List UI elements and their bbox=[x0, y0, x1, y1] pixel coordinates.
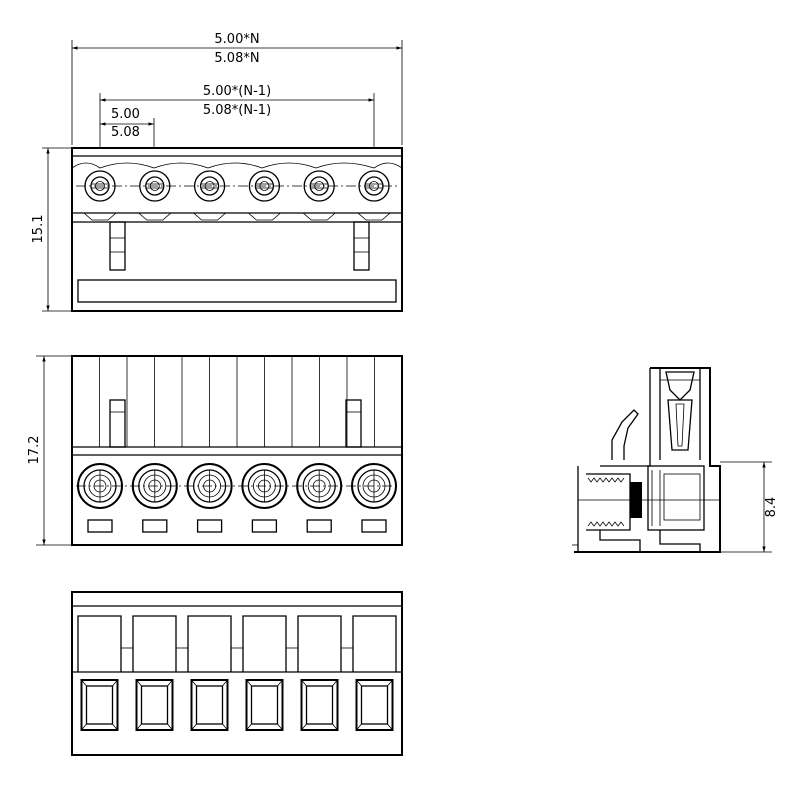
front-terminal-2 bbox=[131, 463, 178, 533]
top-screw-4 bbox=[247, 170, 282, 221]
top-screw-6 bbox=[356, 170, 392, 221]
bottom-view bbox=[71, 591, 403, 756]
bottom-cell-3 bbox=[187, 615, 244, 731]
front-latch-left bbox=[109, 399, 126, 448]
top-latch-left bbox=[109, 221, 126, 271]
front-view bbox=[71, 355, 403, 546]
front-view-height-label: 17.2 bbox=[27, 436, 42, 465]
span-dimension: 5.00*(N-1) 5.08*(N-1) bbox=[99, 84, 375, 180]
pitch-label-508: 5.08 bbox=[111, 125, 140, 140]
bottom-cell-6 bbox=[352, 615, 397, 731]
bottom-cell-4 bbox=[242, 615, 299, 731]
top-screw-5 bbox=[302, 170, 337, 221]
overall-width-dimension: 5.00*N 5.08*N bbox=[71, 32, 403, 145]
front-terminal-1 bbox=[77, 463, 123, 533]
bottom-cell-5 bbox=[297, 615, 354, 731]
top-screw-3 bbox=[192, 170, 227, 221]
front-terminal-6 bbox=[351, 463, 397, 533]
front-terminal-4 bbox=[241, 463, 288, 533]
front-terminal-5 bbox=[296, 463, 343, 533]
front-latch-right bbox=[345, 399, 362, 448]
top-screw-1 bbox=[82, 170, 118, 221]
span-label-500: 5.00*(N-1) bbox=[203, 84, 271, 99]
top-screw-2 bbox=[137, 170, 172, 221]
side-view bbox=[572, 367, 721, 553]
pitch-label-500: 5.00 bbox=[111, 107, 140, 122]
side-view-height-label: 8.4 bbox=[764, 497, 779, 518]
top-latch-right bbox=[353, 221, 370, 271]
top-view bbox=[71, 147, 403, 312]
overall-width-label-508: 5.08*N bbox=[214, 51, 259, 66]
front-view-height-dimension: 17.2 bbox=[27, 355, 72, 546]
top-view-height-dimension: 15.1 bbox=[31, 147, 72, 312]
span-label-508: 5.08*(N-1) bbox=[203, 103, 271, 118]
front-terminal-3 bbox=[186, 463, 233, 533]
top-view-height-label: 15.1 bbox=[31, 215, 46, 244]
side-view-height-dimension: 8.4 bbox=[720, 461, 779, 553]
overall-width-label-500: 5.00*N bbox=[214, 32, 259, 47]
